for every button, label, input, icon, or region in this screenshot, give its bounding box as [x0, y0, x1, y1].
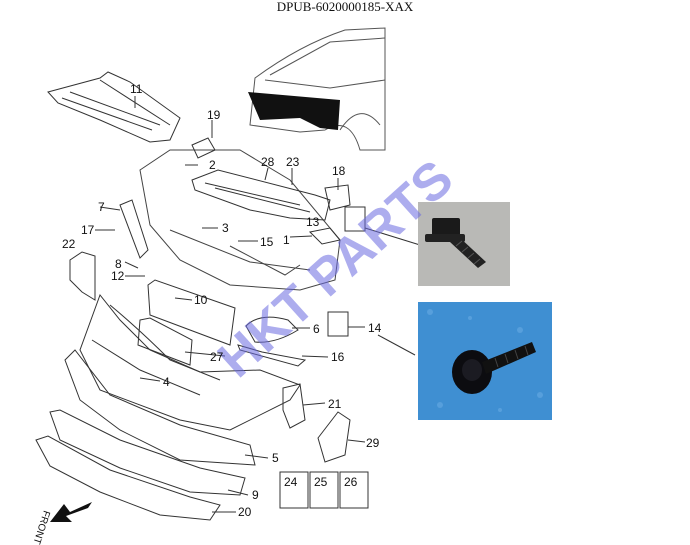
part-bumper-upper: [139, 149, 341, 291]
box-14: [327, 311, 349, 337]
part-7-bracket: [119, 199, 149, 259]
bumper-highlight: [248, 92, 340, 130]
callout-25: 25: [314, 475, 328, 489]
fastener-boxes: [279, 471, 369, 509]
callout-21: 21: [328, 397, 342, 411]
callout-26: 26: [344, 475, 358, 489]
callout-2: 2: [209, 158, 216, 172]
callout-23: 23: [286, 155, 300, 169]
part-21-bracket: [282, 383, 306, 429]
callout-4: 4: [163, 375, 170, 389]
leader-lines: [95, 96, 421, 513]
car-outline-icon: [249, 27, 386, 151]
part-29-bracket: [317, 411, 351, 463]
callout-labels: 1 2 3 4 5 6 7 8 9 10 11 12 13 14 15 16 1…: [62, 82, 382, 519]
callout-28: 28: [261, 155, 275, 169]
callout-29: 29: [366, 436, 380, 450]
callout-24: 24: [284, 475, 298, 489]
callout-7: 7: [98, 200, 105, 214]
front-arrow-icon: [50, 502, 92, 522]
callout-19: 19: [207, 108, 221, 122]
part-18-bracket: [324, 184, 351, 211]
callout-13: 13: [306, 215, 320, 229]
callout-8: 8: [115, 257, 122, 271]
part-27-plate: [137, 317, 193, 366]
part-5-lower: [64, 349, 256, 466]
callout-16: 16: [331, 350, 345, 364]
bolt-photo-icon: [418, 202, 510, 286]
part-4-bumper: [79, 293, 301, 431]
part-1: [308, 227, 341, 245]
callout-15: 15: [260, 235, 274, 249]
callout-10: 10: [194, 293, 208, 307]
callout-11: 11: [130, 82, 143, 96]
part-28-carrier: [191, 169, 331, 221]
callout-1: 1: [283, 233, 290, 247]
screw-photo-icon: [418, 302, 552, 420]
part-22-bracket: [69, 251, 96, 301]
callout-12: 12: [111, 269, 125, 283]
callout-9: 9: [252, 488, 259, 502]
callout-3: 3: [222, 221, 229, 235]
callout-27: 27: [210, 350, 224, 364]
diagram-title: DPUB-6020000185-XAX: [276, 0, 414, 14]
callout-18: 18: [332, 164, 346, 178]
part-19-bracket: [191, 137, 216, 159]
part-11-undercover: [47, 71, 181, 143]
part-10-plate: [147, 279, 236, 346]
callout-17: 17: [81, 223, 95, 237]
callout-22: 22: [62, 237, 76, 251]
callout-20: 20: [238, 505, 252, 519]
box-13: [344, 206, 366, 232]
callout-5: 5: [272, 451, 279, 465]
part-16-strip: [237, 344, 307, 367]
front-label: FRONT: [31, 509, 52, 545]
callout-6: 6: [313, 322, 320, 336]
part-9-skid: [49, 409, 246, 496]
part-6-grille: [245, 316, 299, 343]
callout-14: 14: [368, 321, 382, 335]
